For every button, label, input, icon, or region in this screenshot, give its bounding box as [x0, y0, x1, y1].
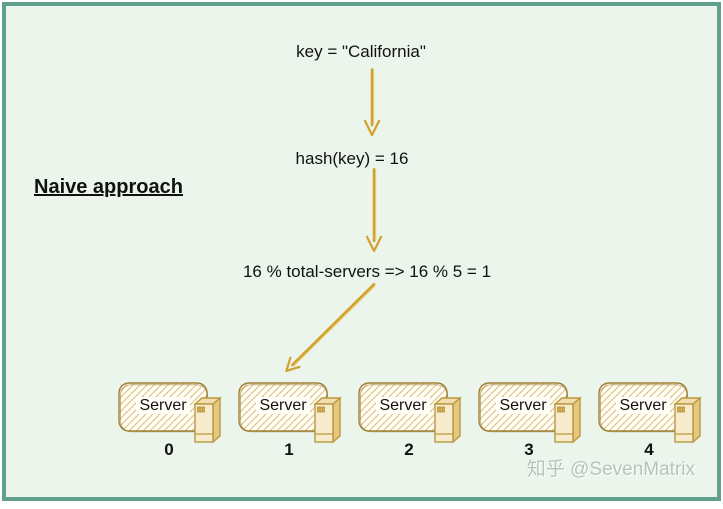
diagonal-arrow-icon [285, 282, 376, 373]
server-tower-icon [433, 396, 462, 444]
down-arrow-icon [363, 68, 381, 137]
server-node: Server 3 [477, 380, 589, 470]
server-index: 1 [284, 440, 294, 459]
server-index: 0 [164, 440, 174, 459]
server-label: Server [479, 397, 567, 415]
server-tower-icon [193, 396, 222, 444]
modulo-text: 16 % total-servers => 16 % 5 = 1 [242, 262, 492, 281]
server-node: Server 0 [117, 380, 229, 470]
server-tower-icon [673, 396, 702, 444]
server-index: 2 [404, 440, 414, 459]
server-label: Server [239, 397, 327, 415]
server-label: Server [119, 397, 207, 415]
watermark: 知乎 @SevenMatrix [526, 459, 695, 480]
down-arrow-icon [365, 167, 383, 253]
server-index: 3 [524, 440, 534, 459]
server-box [118, 382, 222, 444]
page-title: Naive approach [34, 176, 183, 198]
server-node: Server 4 [597, 380, 709, 470]
server-node: Server 1 [237, 380, 349, 470]
diagram-frame: key = "California" Naive approach hash(k… [2, 2, 721, 501]
key-text: key = "California" [296, 42, 426, 61]
server-node: Server 2 [357, 380, 469, 470]
server-tower-icon [313, 396, 342, 444]
hash-text: hash(key) = 16 [295, 149, 409, 168]
server-label: Server [599, 397, 687, 415]
server-tower-icon [553, 396, 582, 444]
server-index: 4 [644, 440, 654, 459]
server-label: Server [359, 397, 447, 415]
